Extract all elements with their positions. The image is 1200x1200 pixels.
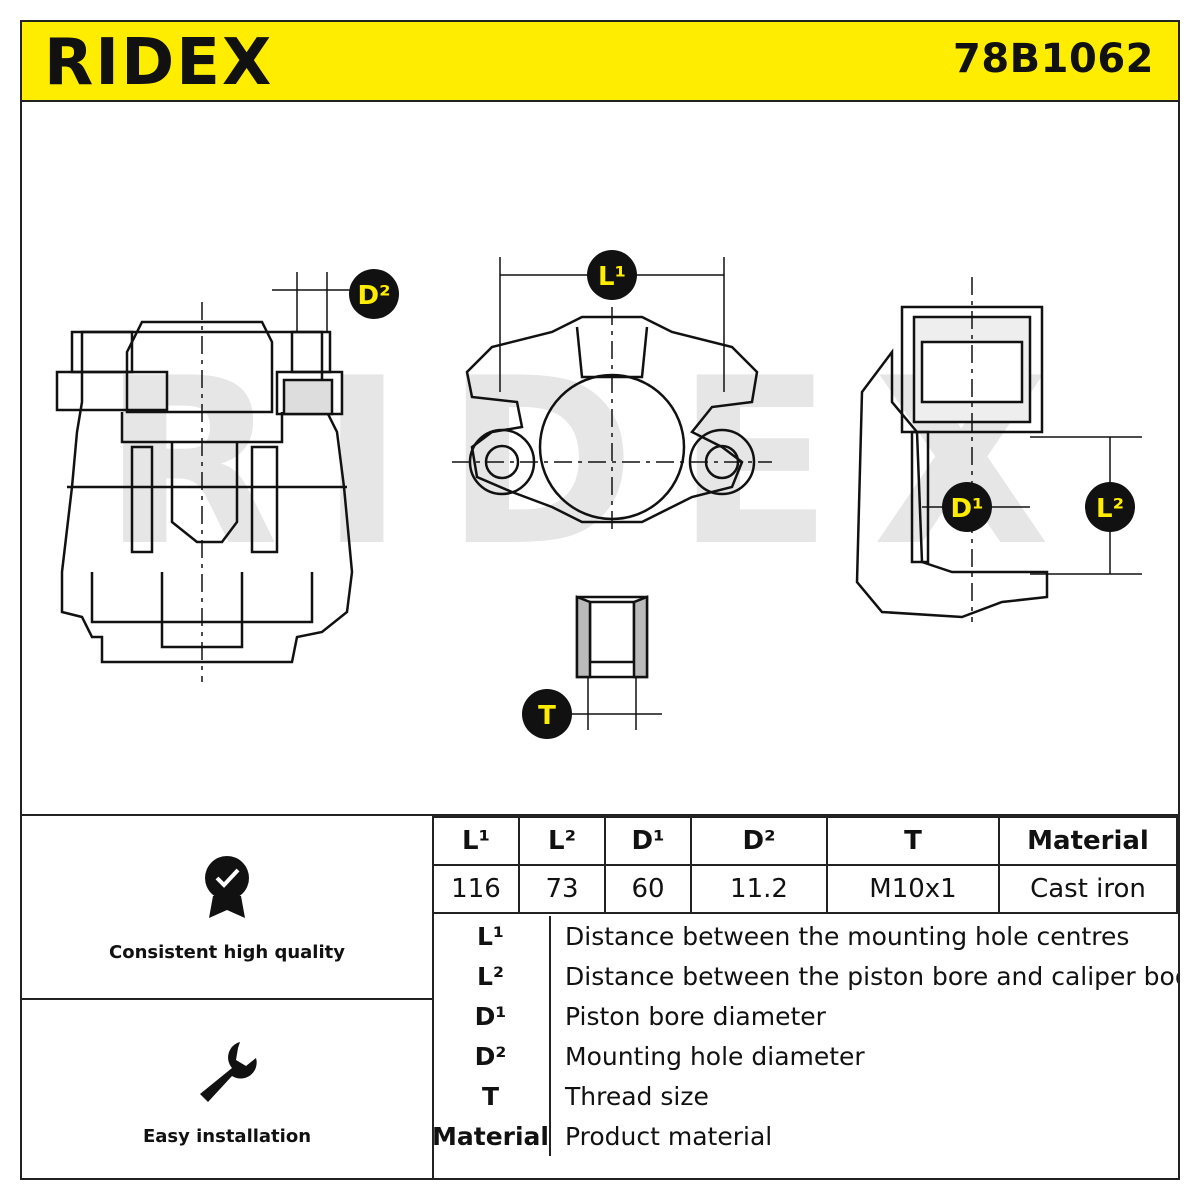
feature-installation	[22, 1036, 432, 1110]
part-number: 78B1062	[953, 36, 1154, 82]
header-bar: RIDEX 78B1062	[22, 22, 1178, 102]
spec-value: 73	[518, 864, 606, 914]
spec-value: Cast iron	[998, 864, 1178, 914]
right-view	[855, 277, 1142, 622]
legend-row: Material Product material	[432, 1116, 1178, 1156]
svg-text:D²: D²	[358, 281, 391, 311]
specifications-section: Consistent high quality Easy installatio…	[22, 814, 1180, 1178]
product-sheet: RIDEX 78B1062 RIDEX	[20, 20, 1180, 1180]
legend-desc: Distance between the mounting hole centr…	[565, 921, 1130, 951]
svg-text:T: T	[538, 701, 556, 731]
svg-text:D¹: D¹	[951, 494, 984, 524]
dimension-badges: D² L¹ D¹ L² T	[349, 250, 1135, 739]
legend-key: D²	[432, 1036, 551, 1076]
feature-quality-label: Consistent high quality	[109, 942, 345, 963]
spec-value-row: 116 73 60 11.2 M10x1 Cast iron	[432, 864, 1178, 914]
brand-logo-text: RIDEX	[44, 28, 273, 94]
legend-row: D² Mounting hole diameter	[432, 1036, 1178, 1076]
spec-header: D²	[690, 816, 828, 866]
spec-value: M10x1	[826, 864, 1000, 914]
feature-installation-label: Easy installation	[142, 1126, 312, 1147]
legend-key: L²	[432, 956, 551, 996]
legend-desc: Mounting hole diameter	[565, 1041, 865, 1071]
badge-t	[522, 689, 572, 739]
spec-value: 11.2	[690, 864, 828, 914]
feature-divider	[22, 998, 432, 1000]
legend-key: T	[432, 1076, 551, 1116]
spec-value: 60	[604, 864, 692, 914]
spec-header: T	[826, 816, 1000, 866]
quality-badge-icon	[205, 856, 249, 918]
ridex-logo: RIDEX	[44, 28, 273, 94]
legend-key: Material	[432, 1116, 551, 1156]
legend-key: D¹	[432, 996, 551, 1036]
legend-desc: Product material	[565, 1121, 773, 1151]
spec-header: Material	[998, 816, 1178, 866]
badge-d1	[942, 482, 992, 532]
wrench-icon	[200, 1042, 257, 1102]
spec-table: L¹ L² D¹ D² T Material 116 73 60 11.2 M1…	[432, 816, 1178, 914]
badge-l2	[1085, 482, 1135, 532]
badge-l1	[587, 250, 637, 300]
spec-header-row: L¹ L² D¹ D² T Material	[432, 816, 1178, 866]
legend-desc: Distance between the piston bore and cal…	[565, 961, 1180, 991]
badge-d2	[349, 269, 399, 319]
caliper-drawing: RIDEX	[55, 250, 1142, 739]
technical-drawing: RIDEX	[22, 102, 1178, 814]
svg-text:L²: L²	[1096, 494, 1124, 524]
legend-table: L¹ Distance between the mounting hole ce…	[432, 916, 1180, 1156]
legend-desc: Piston bore diameter	[565, 1001, 826, 1031]
spec-header: L²	[518, 816, 606, 866]
svg-text:L¹: L¹	[598, 262, 626, 292]
legend-key: L¹	[432, 916, 551, 956]
legend-row: L² Distance between the piston bore and …	[432, 956, 1180, 996]
spec-header: L¹	[432, 816, 520, 866]
legend-row: L¹ Distance between the mounting hole ce…	[432, 916, 1178, 956]
spec-header: D¹	[604, 816, 692, 866]
spec-value: 116	[432, 864, 520, 914]
feature-quality	[22, 852, 432, 926]
legend-row: D¹ Piston bore diameter	[432, 996, 1178, 1036]
center-view	[452, 257, 772, 730]
left-view	[55, 272, 362, 682]
legend-desc: Thread size	[565, 1081, 709, 1111]
legend-row: T Thread size	[432, 1076, 1178, 1116]
